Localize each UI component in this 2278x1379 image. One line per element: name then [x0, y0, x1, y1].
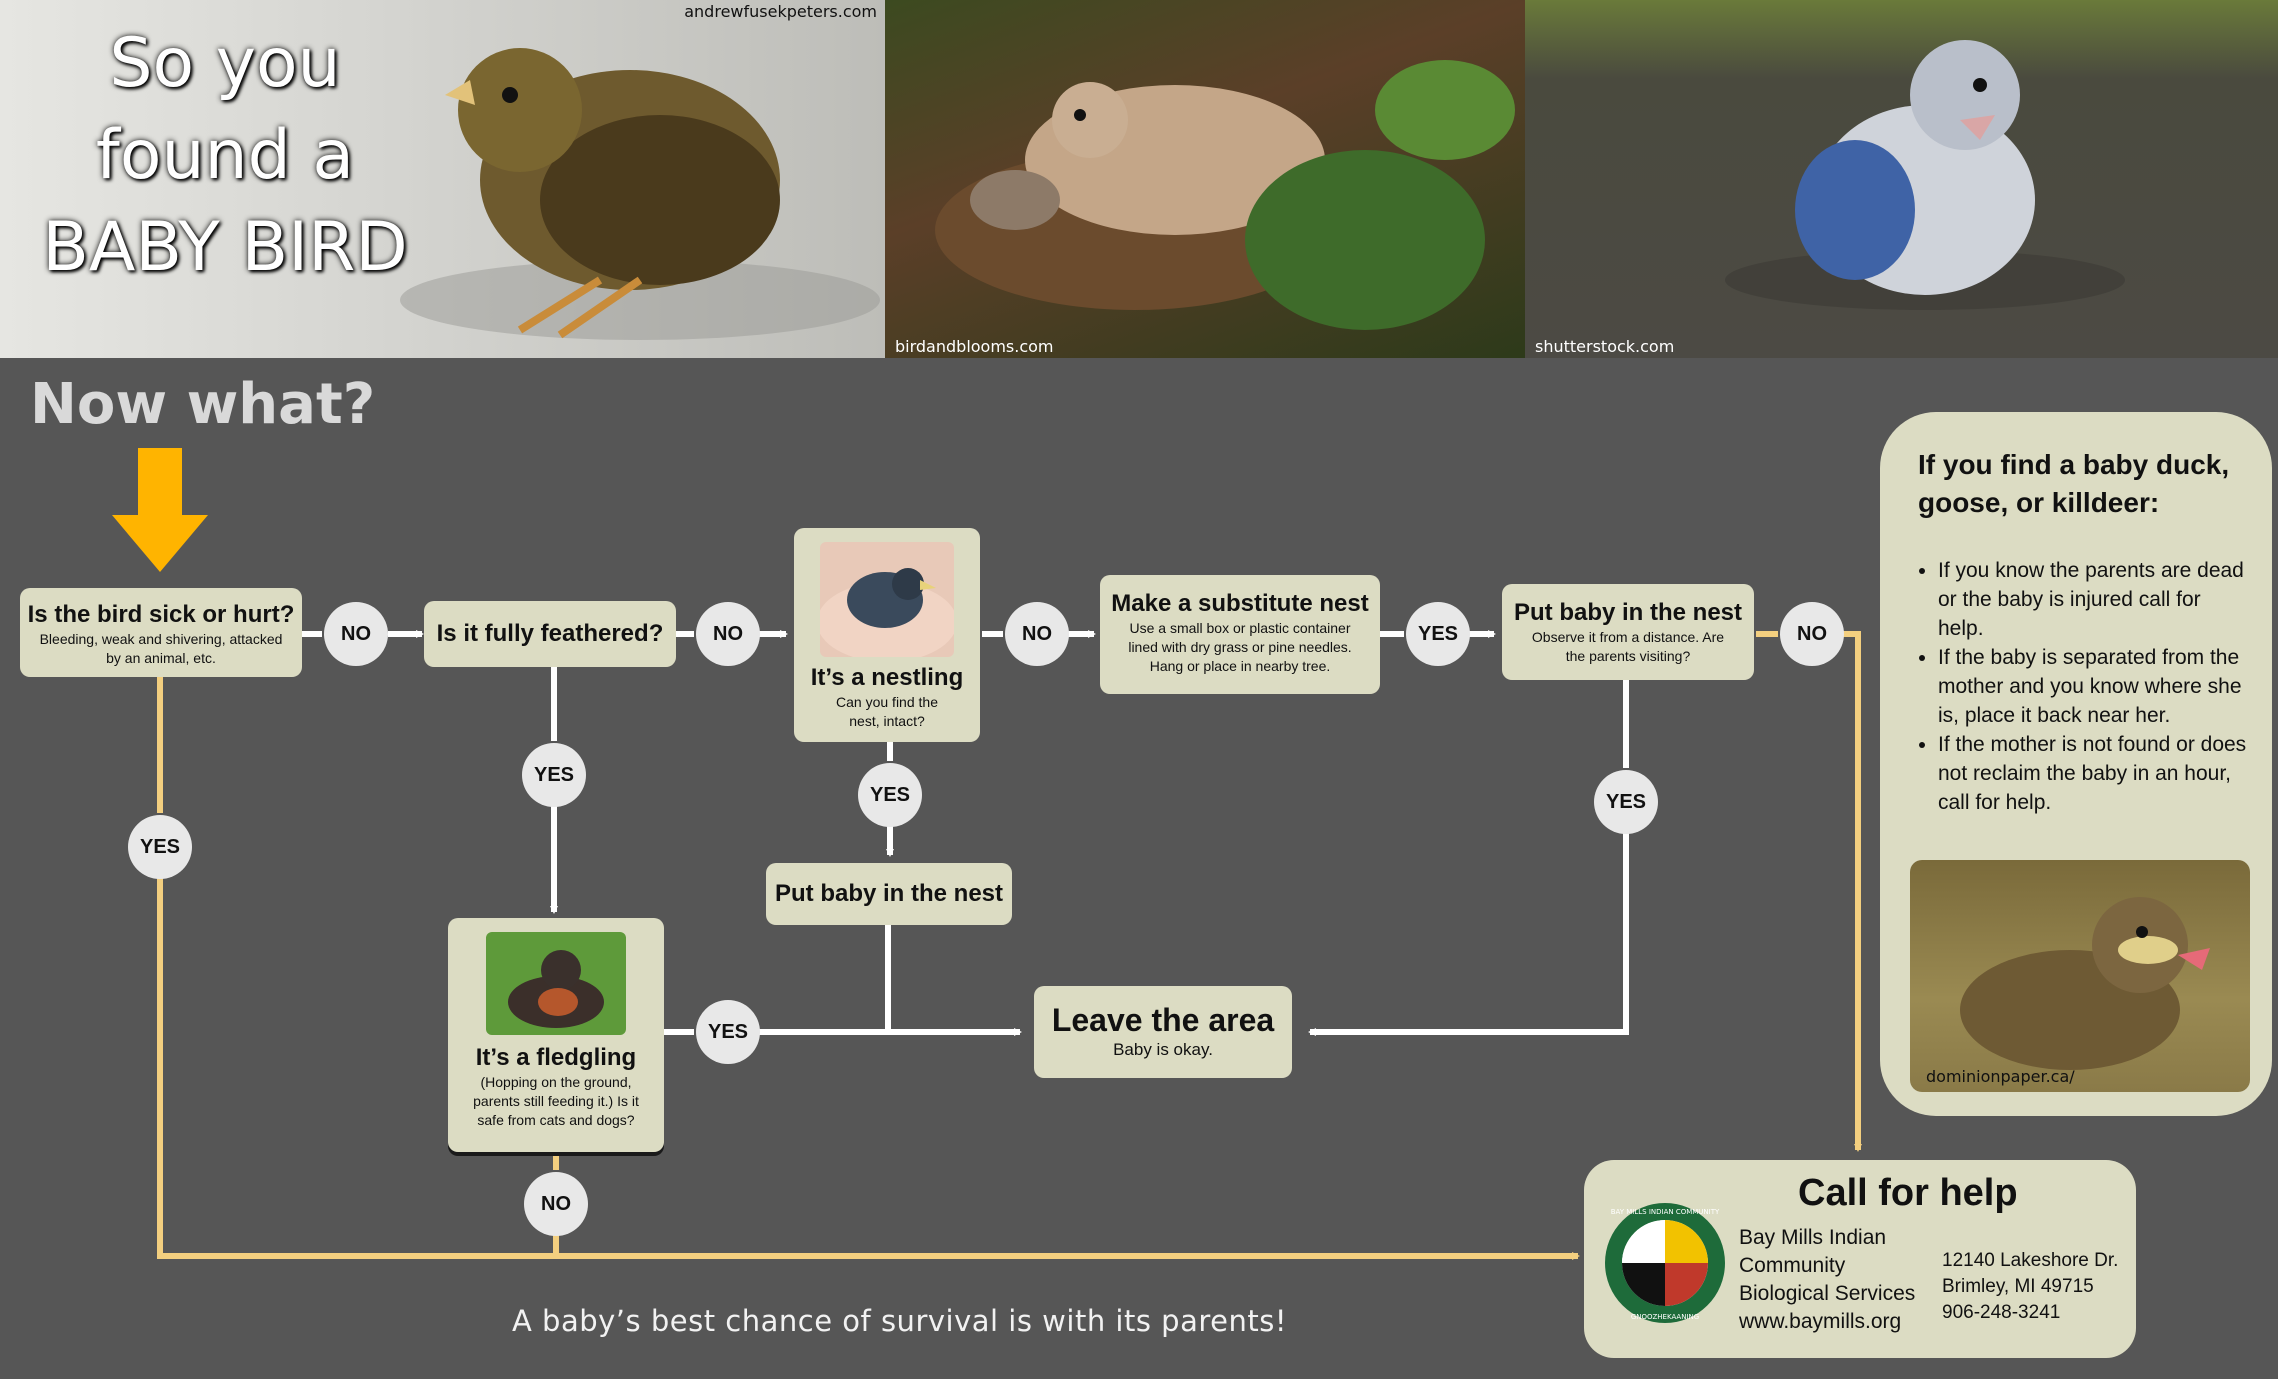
- answer-yes-substitute: YES: [1406, 602, 1470, 666]
- seal-text-bottom: GNOOZHEKAANING: [1631, 1313, 1699, 1321]
- node-substitute-title: Make a substitute nest: [1111, 590, 1369, 617]
- seal-text-top: BAY MILLS INDIAN COMMUNITY: [1611, 1208, 1720, 1216]
- answer-yes-parents: YES: [1594, 770, 1658, 834]
- footer-tagline: A baby’s best chance of survival is with…: [512, 1304, 1287, 1338]
- node-put-nest-right-title: Put baby in the nest: [1513, 599, 1743, 626]
- call-address: 12140 Lakeshore Dr. Brimley, MI 49715 90…: [1942, 1248, 2118, 1326]
- dove-nest-illustration: [935, 60, 1515, 330]
- title-line-3: BABY BIRD: [42, 208, 408, 287]
- node-leave-title: Leave the area: [1051, 1002, 1275, 1038]
- duck-photo-credit: dominionpaper.ca/: [1926, 1067, 2075, 1086]
- fledgling-photo: [486, 932, 626, 1035]
- answer-yes-feathered: YES: [522, 743, 586, 807]
- answer-no-3: NO: [1005, 602, 1069, 666]
- photo-credit-3: shutterstock.com: [1535, 337, 1675, 356]
- node-nestling-title: It’s a nestling: [810, 664, 964, 691]
- answer-no-1: NO: [324, 602, 388, 666]
- nestling-illustration: [820, 568, 954, 657]
- baby-bird-illustration: [400, 48, 880, 340]
- call-for-help-panel: Call for help BAY MILLS INDIAN COMMUNITY…: [1584, 1160, 2136, 1358]
- answer-no-5: NO: [524, 1172, 588, 1236]
- node-feathered-title: Is it fully feathered?: [436, 620, 664, 647]
- duckling-photo: dominionpaper.ca/: [1910, 860, 2250, 1092]
- answer-yes-fledgling: YES: [696, 1000, 760, 1064]
- call-address-line1: 12140 Lakeshore Dr.: [1942, 1250, 2119, 1271]
- answer-no-4: NO: [1780, 602, 1844, 666]
- node-sick-title: Is the bird sick or hurt?: [27, 601, 295, 628]
- node-nestling: It’s a nestling Can you find the nest, i…: [794, 528, 980, 742]
- call-org-line1: Bay Mills Indian: [1739, 1226, 1887, 1249]
- blue-jay-illustration: [1725, 40, 2125, 310]
- node-put-baby-middle: Put baby in the nest: [766, 863, 1012, 925]
- now-what-heading: Now what?: [30, 372, 376, 437]
- duck-goose-killdeer-panel: If you find a baby duck, goose, or killd…: [1880, 412, 2272, 1116]
- call-website[interactable]: www.baymills.org: [1739, 1310, 1902, 1333]
- fledgling-illustration: [508, 950, 604, 1028]
- duck-panel-bullet: If the mother is not found or does not r…: [1938, 730, 2250, 817]
- call-address-line2: Brimley, MI 49715: [1942, 1276, 2094, 1297]
- call-org-line3: Biological Services: [1739, 1282, 1916, 1305]
- answer-yes-sick: YES: [128, 815, 192, 879]
- photo-credit-1: andrewfusekpeters.com: [684, 2, 877, 21]
- duck-panel-bullet: If you know the parents are dead or the …: [1938, 556, 2250, 643]
- node-leave-area: Leave the area Baby is okay.: [1034, 986, 1292, 1078]
- start-arrow: [112, 448, 208, 572]
- node-substitute-subtitle: Use a small box or plastic container lin…: [1128, 620, 1352, 674]
- call-title: Call for help: [1798, 1172, 2018, 1214]
- node-nestling-subtitle: Can you find the nest, intact?: [836, 694, 938, 729]
- title-line-1: So you: [109, 24, 341, 103]
- title-line-2: found a: [95, 116, 355, 195]
- answer-yes-nestling: YES: [858, 763, 922, 827]
- answer-no-2: NO: [696, 602, 760, 666]
- page-title: So you found a BABY BIRD: [0, 18, 450, 294]
- duck-panel-list: If you know the parents are dead or the …: [1918, 556, 2250, 817]
- duckling-illustration: [1960, 897, 2210, 1070]
- nestling-photo: [820, 542, 954, 657]
- node-fledgling: It’s a fledgling (Hopping on the ground,…: [448, 918, 664, 1152]
- photo-blue-jay: shutterstock.com: [1525, 0, 2278, 358]
- call-org-line2: Community: [1739, 1254, 1846, 1277]
- bay-mills-seal: BAY MILLS INDIAN COMMUNITY GNOOZHEKAANIN…: [1605, 1203, 1725, 1323]
- node-fledgling-subtitle: (Hopping on the ground, parents still fe…: [473, 1074, 639, 1128]
- photo-credit-2: birdandblooms.com: [895, 337, 1054, 356]
- duck-panel-bullet: If the baby is separated from the mother…: [1938, 643, 2250, 730]
- node-fledgling-title: It’s a fledgling: [475, 1044, 637, 1071]
- call-phone[interactable]: 906-248-3241: [1942, 1302, 2061, 1323]
- node-sick-subtitle: Bleeding, weak and shivering, attacked b…: [39, 631, 283, 666]
- node-sick-or-hurt: Is the bird sick or hurt? Bleeding, weak…: [20, 588, 302, 677]
- node-leave-subtitle: Baby is okay.: [1113, 1040, 1213, 1059]
- photo-dove-nest: birdandblooms.com: [885, 0, 1525, 358]
- node-put-nest-right-subtitle: Observe it from a distance. Are the pare…: [1531, 629, 1725, 664]
- call-org: Bay Mills Indian Community Biological Se…: [1739, 1224, 1915, 1336]
- node-fully-feathered: Is it fully feathered?: [424, 601, 676, 667]
- photo-baby-bird: So you found a BABY BIRD andrewfusekpete…: [0, 0, 885, 358]
- node-put-nest-mid-title: Put baby in the nest: [774, 880, 1004, 907]
- node-put-baby-right: Put baby in the nest Observe it from a d…: [1502, 584, 1754, 680]
- node-substitute-nest: Make a substitute nest Use a small box o…: [1100, 575, 1380, 694]
- duck-panel-title: If you find a baby duck, goose, or killd…: [1918, 449, 2230, 518]
